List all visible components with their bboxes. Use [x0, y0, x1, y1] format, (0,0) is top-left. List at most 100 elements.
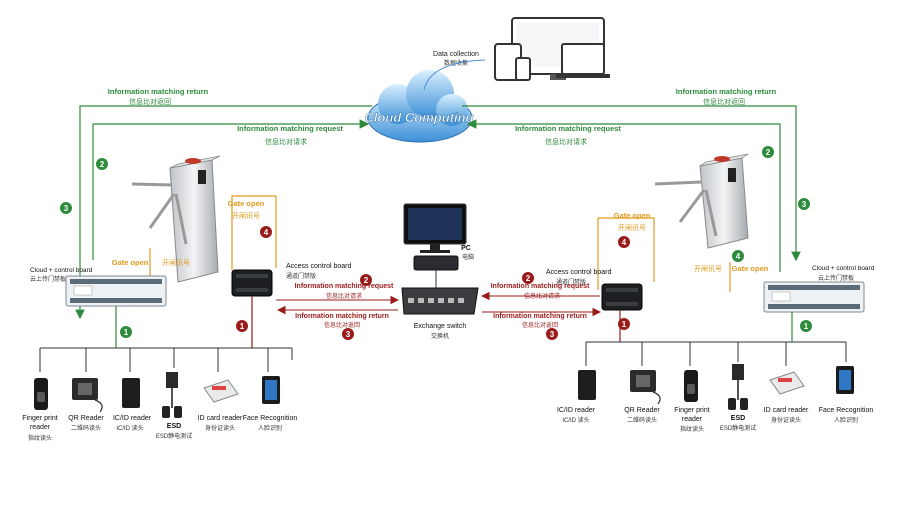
left-switch-return-label: Information matching return: [295, 313, 389, 320]
left-return-label-cn: 信息比对返回: [129, 97, 171, 106]
left-gate-open-top-label: Gate open: [228, 199, 265, 208]
switch-label: Exchange switch: [414, 323, 467, 330]
data-collection-title-cn: 数据收集: [444, 59, 468, 67]
right-device-4-label-cn: ESD静电测试: [720, 424, 756, 432]
right-switch-request-label: Information matching request: [491, 283, 590, 290]
right-gate-open-top-label: Gate open: [614, 211, 651, 220]
right-cloud-board-label: Cloud + control board: [812, 265, 875, 272]
left-switch-step-2-badge: [360, 274, 372, 286]
right-step-4-top-text: 4: [622, 238, 627, 247]
right-return-label: Information matching return: [676, 87, 777, 96]
left-device-3-label-cn: IC/ID 读头: [116, 424, 143, 432]
left-device-2-label-cn: 二维码读头: [71, 424, 101, 432]
right-access-board-label: Access control board: [546, 269, 611, 276]
right-device-3-label-cn: 指纹读头: [680, 425, 704, 433]
left-cloud-board-label: Cloud + control board: [30, 267, 93, 274]
right-request-label-cn: 信息比对请求: [545, 137, 587, 146]
right-device-6-label: Face Recognition: [819, 407, 874, 414]
left-step-2-text: 2: [100, 160, 105, 169]
right-device-2-label: QR Reader: [624, 407, 660, 414]
right-switch-step-3-badge: [546, 328, 558, 340]
left-device-6-label: Face Recognition: [243, 415, 298, 422]
left-access-control-board-icon: [231, 269, 273, 297]
left-access-step-1-badge: [236, 320, 248, 332]
left-step-4-top-badge: [260, 226, 272, 238]
right-esd-tester-icon: [728, 364, 748, 410]
left-switch-step-3-badge: [342, 328, 354, 340]
right-device-5-label-cn: 身份证读头: [771, 416, 801, 424]
left-face-recognition-icon: [262, 376, 280, 404]
right-switch-return-label-cn: 信息比对返回: [522, 321, 558, 329]
left-request-label-cn: 信息比对请求: [265, 137, 307, 146]
cloud-to-devices-line: [423, 59, 486, 91]
right-device-4-label: ESD: [731, 415, 745, 422]
right-step-4-mid-text: 4: [736, 252, 741, 261]
cloud-label: Cloud Computing: [364, 110, 473, 125]
right-step-3-text: 3: [802, 200, 807, 209]
left-device-3-label: IC/ID reader: [113, 415, 152, 422]
data-collection-devices-icon: [494, 17, 610, 81]
left-step-3-badge: [60, 202, 72, 214]
left-return-label: Information matching return: [108, 87, 209, 96]
right-gate-open-top-label-cn: 开闸讯号: [618, 224, 646, 232]
right-access-step-1-badge: [618, 318, 630, 330]
left-turnstile-icon: [131, 155, 221, 283]
left-cloud-board-label-cn: 云上传门禁板: [30, 275, 66, 283]
right-gate-open-top-line: [597, 217, 655, 290]
right-switch-step-2-text: 2: [526, 274, 531, 283]
left-switch-return-label-cn: 信息比对返回: [324, 321, 360, 329]
right-request-line: [466, 119, 781, 272]
left-device-2-label: QR Reader: [68, 415, 104, 422]
left-step-4-top-text: 4: [264, 228, 269, 237]
left-step-1-badge: [120, 326, 132, 338]
left-gate-open-top-label-cn: 开闸讯号: [232, 212, 260, 220]
right-gate-open-mid-label-cn: 开闸讯号: [694, 265, 722, 273]
left-switch-step-3-text: 3: [346, 330, 351, 339]
pc-label: PC: [461, 245, 471, 252]
right-access-control-board-icon: [601, 283, 643, 311]
left-step-1-text: 1: [124, 328, 129, 337]
left-device-5-label: ID card reader: [198, 415, 243, 422]
right-switch-step-3-text: 3: [550, 330, 555, 339]
right-fingerprint-reader-icon: [684, 370, 698, 402]
right-switch-step-2-badge: [522, 272, 534, 284]
left-device-6-label-cn: 人脸识别: [258, 424, 282, 432]
right-return-label-cn: 信息比对返回: [703, 97, 745, 106]
right-step-3-badge: [798, 198, 810, 210]
right-device-1-label: IC/ID reader: [557, 407, 596, 414]
left-step-2-badge: [96, 158, 108, 170]
left-access-board-label-cn: 通道门禁版: [286, 272, 316, 280]
switch-label-cn: 交换机: [431, 332, 449, 340]
left-switch-request-label: Information matching request: [295, 283, 394, 290]
right-gate-open-mid-label: Gate open: [732, 264, 769, 273]
right-cloud-control-board-icon: [763, 281, 865, 313]
left-return-line: [75, 105, 372, 320]
left-fingerprint-reader-icon: [34, 378, 48, 410]
right-device-5-label: ID card reader: [764, 407, 809, 414]
right-id-card-reader-icon: [769, 371, 805, 395]
right-access-board-label-cn: 通道门禁版: [556, 278, 586, 286]
left-qr-reader-icon: [72, 378, 103, 413]
left-id-card-reader-icon: [203, 379, 239, 403]
left-switch-request-label-cn: 信息比对请求: [326, 292, 362, 300]
pc-icon: [403, 203, 467, 271]
left-gate-open-mid-label: Gate open: [112, 258, 149, 267]
right-cloud-board-label-cn: 云上传门禁板: [818, 274, 854, 282]
left-device-4-label: ESD: [167, 423, 181, 430]
right-qr-reader-icon: [630, 370, 661, 405]
left-device-1-label: Finger print: [22, 415, 57, 422]
data-collection-title: Data collection: [433, 51, 479, 58]
right-device-2-label-cn: 二维码读头: [627, 416, 657, 424]
right-step-1-badge: [800, 320, 812, 332]
exchange-switch-icon: [401, 287, 479, 315]
left-ic-id-reader-icon: [122, 378, 140, 408]
right-device-1-label-cn: IC/ID 读头: [562, 416, 589, 424]
right-device-3-label: Finger print: [674, 407, 709, 414]
right-ic-id-reader-icon: [578, 370, 596, 400]
left-device-1-label-cn: 指纹读头: [28, 434, 52, 442]
right-device-3-label-2: reader: [682, 416, 703, 423]
right-switch-request-label-cn: 信息比对请求: [524, 292, 560, 300]
right-turnstile-icon: [654, 153, 749, 249]
